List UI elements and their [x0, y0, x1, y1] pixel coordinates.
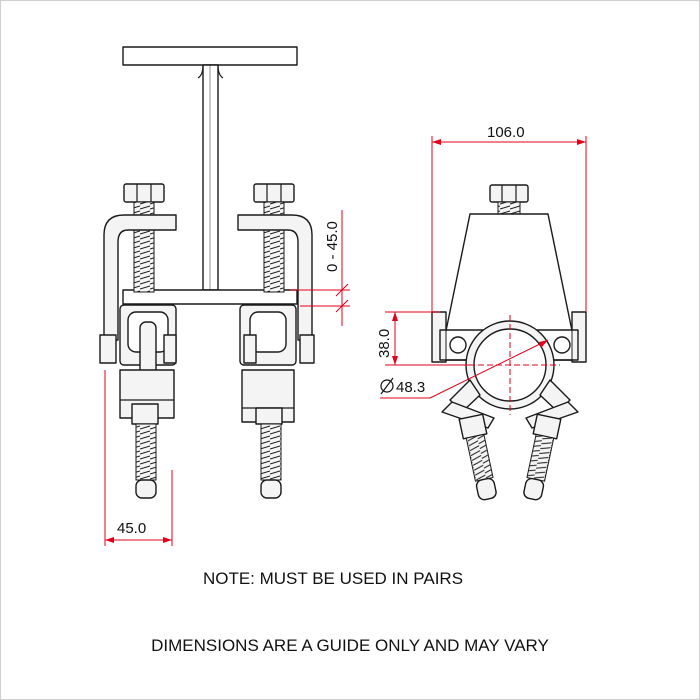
dimension-width-bottom: 45.0 [104, 370, 173, 546]
dimension-width-top-label: 106.0 [487, 124, 525, 141]
dimension-width-top: 106.0 [431, 124, 587, 312]
i-beam [122, 46, 298, 305]
dimension-adjust-range-label: 0 - 45.0 [324, 221, 341, 272]
end-view: 106.0 38.0 48.3 [376, 124, 587, 501]
dimension-height-label: 38.0 [376, 329, 393, 358]
note-pairs: NOTE: MUST BE USED IN PAIRS [203, 569, 463, 588]
diameter-icon [380, 377, 394, 395]
note-guide: DIMENSIONS ARE A GUIDE ONLY AND MAY VARY [151, 636, 549, 655]
side-view: 0 - 45.0 45.0 [99, 46, 350, 546]
dimension-tube-diameter-label: 48.3 [396, 379, 425, 396]
dimension-tube-diameter: 48.3 [380, 339, 549, 399]
left-beam-clamp [99, 183, 177, 499]
dimension-width-bottom-label: 45.0 [117, 520, 146, 537]
dimension-height: 38.0 [376, 311, 470, 366]
right-beam-clamp [237, 183, 315, 499]
dimension-adjust-range: 0 - 45.0 [290, 210, 350, 326]
